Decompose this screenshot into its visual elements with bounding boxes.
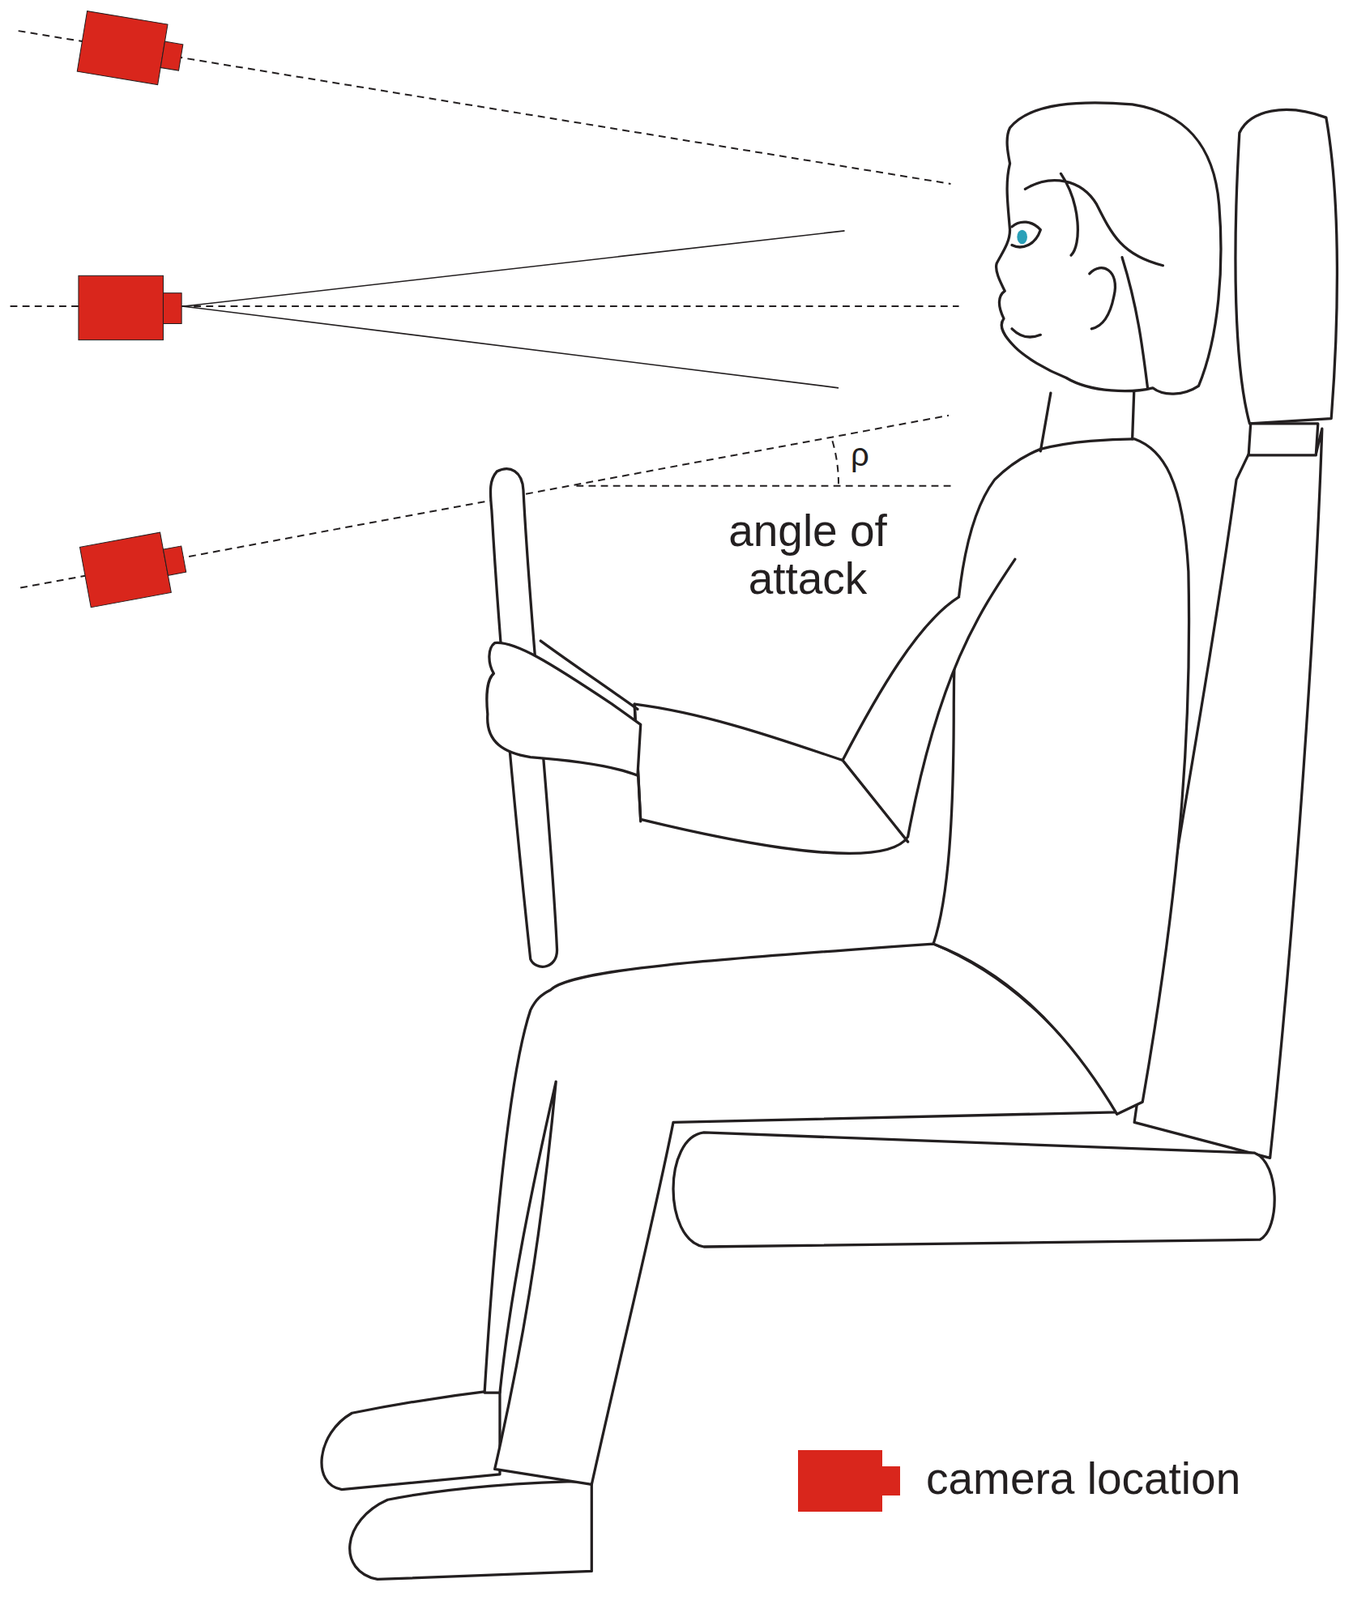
- legend-swatch: [798, 1450, 883, 1512]
- legend-swatch-lens: [882, 1466, 901, 1496]
- legend-text: camera location: [926, 1455, 1241, 1503]
- angle-label: angle of attack: [698, 507, 918, 604]
- angle-symbol: ρ: [850, 437, 900, 473]
